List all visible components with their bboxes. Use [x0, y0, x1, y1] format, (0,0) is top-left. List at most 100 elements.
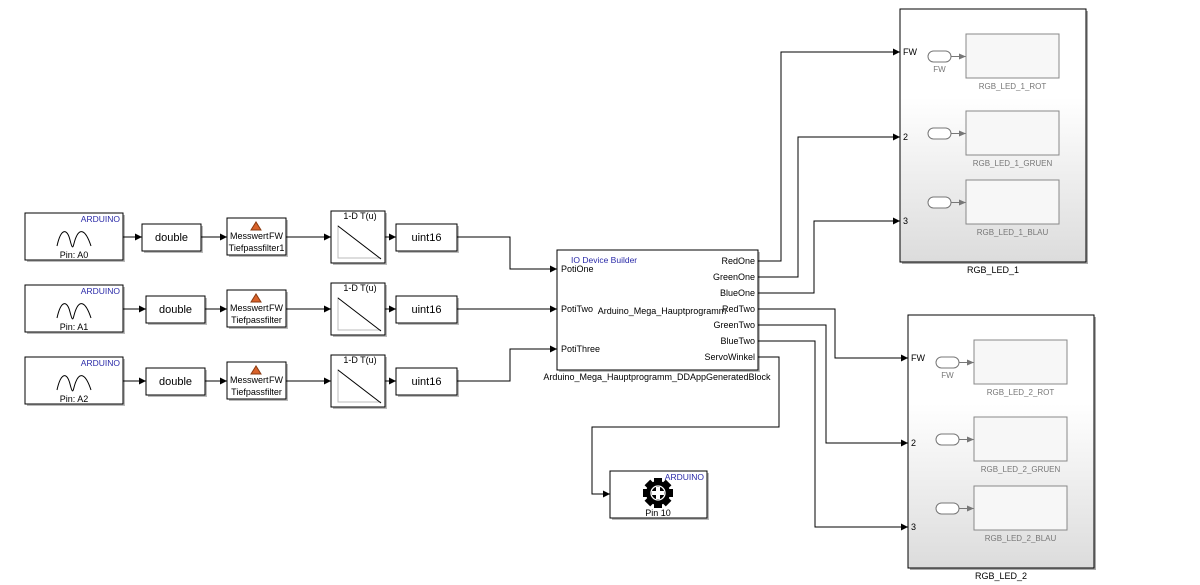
arduino-brand-label: ARDUINO	[81, 286, 121, 296]
block-frame	[24, 212, 124, 261]
output-port-label-ServoWinkel: ServoWinkel	[704, 352, 755, 362]
sine-wave-icon	[56, 231, 92, 248]
conversion-label: double	[159, 304, 192, 316]
data-type-conversion-block[interactable]: double	[145, 295, 207, 325]
pin-label: Pin: A2	[60, 394, 89, 404]
pin-label: Pin: A1	[60, 322, 89, 332]
signal-line[interactable]	[591, 356, 780, 498]
led-channel-label: RGB_LED_2_GRUEN	[981, 465, 1061, 474]
lookup-curve-icon	[337, 297, 382, 332]
lookup-curve-icon	[337, 225, 382, 260]
uint16-conversion-block[interactable]: uint16	[395, 223, 459, 253]
block-frame	[330, 282, 386, 336]
signal-line[interactable]	[758, 48, 900, 262]
arduino-brand-label: ARDUINO	[665, 472, 705, 482]
output-port-label-RedTwo: RedTwo	[722, 304, 755, 314]
led-channel-label: RGB_LED_1_BLAU	[977, 228, 1049, 237]
arduino-brand-label: ARDUINO	[81, 214, 121, 224]
led-display-block	[965, 33, 1060, 79]
output-port-label-BlueOne: BlueOne	[720, 288, 755, 298]
input-port-label-PotiTwo: PotiTwo	[561, 304, 593, 314]
subsystem-port-label: 3	[903, 216, 908, 226]
filter-name-label: Tiefpassfilter	[231, 387, 282, 397]
led-display-block	[973, 485, 1068, 531]
subsystem-name-label: RGB_LED_1	[967, 265, 1019, 275]
signal-line[interactable]	[758, 133, 900, 278]
input-port-label-PotiThree: PotiThree	[561, 344, 600, 354]
plus-shape	[652, 487, 664, 499]
rgb-led-subsystem[interactable]: FW23RGB_LED_2_ROTRGB_LED_2_GRUENRGB_LED_…	[907, 314, 1096, 581]
signal-line[interactable]	[758, 324, 908, 447]
block-frame	[330, 210, 386, 264]
signal-line[interactable]	[457, 345, 557, 382]
lookup-label: 1-D T(u)	[343, 283, 376, 293]
lookup-table-block[interactable]: 1-D T(u)	[330, 210, 387, 265]
led-display-block	[965, 179, 1060, 225]
from-tag-oval	[935, 502, 960, 515]
led-display-block	[973, 339, 1068, 385]
matlab-function-icon	[250, 365, 262, 375]
cast-label: uint16	[412, 304, 442, 316]
lookup-table-block[interactable]: 1-D T(u)	[330, 282, 387, 337]
uint16-conversion-block[interactable]: uint16	[395, 367, 459, 397]
cast-label: uint16	[412, 376, 442, 388]
signal-line[interactable]	[457, 236, 557, 273]
matlab-function-icon	[250, 293, 262, 303]
filter-name-label: Tiefpassfilter	[231, 315, 282, 325]
led-display-block	[973, 416, 1068, 462]
subsystem-port-label: 3	[911, 522, 916, 532]
cast-label: uint16	[412, 232, 442, 244]
signal-line[interactable]	[758, 308, 908, 362]
led-display-block	[965, 110, 1060, 156]
subsystem-port-label: FW	[903, 47, 917, 57]
output-port-label-GreenOne: GreenOne	[713, 272, 755, 282]
rgb-led-subsystem[interactable]: FW23RGB_LED_1_ROTRGB_LED_1_GRUENRGB_LED_…	[899, 8, 1088, 275]
block-frame	[24, 356, 124, 405]
main-block-center-label: Arduino_Mega_Hauptprogramm	[598, 306, 727, 316]
pin-label: Pin: A0	[60, 250, 89, 260]
block-frame	[395, 367, 458, 396]
lookup-axes	[337, 369, 381, 403]
lookup-label: 1-D T(u)	[343, 211, 376, 221]
arduino-analog-input-block[interactable]: ARDUINO Pin: A1	[24, 284, 125, 334]
filter-name-label: Tiefpassfilter1	[229, 243, 285, 253]
sine-wave-icon	[56, 303, 92, 320]
subsystem-port-label: FW	[911, 353, 925, 363]
uint16-conversion-block[interactable]: uint16	[395, 295, 459, 325]
filter-output-port-label: FW	[269, 303, 283, 313]
subsystem-port-label: 2	[903, 132, 908, 142]
data-type-conversion-block[interactable]: double	[145, 367, 207, 397]
led-channel-label: RGB_LED_1_GRUEN	[973, 159, 1053, 168]
pin-label: Pin 10	[645, 508, 671, 518]
matlab-function-icon	[250, 221, 262, 231]
arduino-analog-input-block[interactable]: ARDUINO Pin: A0	[24, 212, 125, 262]
lookup-axes	[337, 297, 381, 331]
sine-wave-icon	[56, 375, 92, 392]
filter-input-port-label: Messwert	[230, 303, 269, 313]
block-frame	[556, 249, 759, 371]
from-tag-oval	[927, 196, 952, 209]
arduino-servo-output-block[interactable]: ARDUINO Pin 10	[609, 470, 709, 520]
from-tag-label: FW	[941, 371, 954, 380]
input-port-label-PotiOne: PotiOne	[561, 264, 594, 274]
subsystem-port-label: 2	[911, 438, 916, 448]
lookup-label: 1-D T(u)	[343, 355, 376, 365]
lookup-curve-icon	[337, 369, 382, 404]
main-block-name: Arduino_Mega_Hauptprogramm_DDAppGenerate…	[543, 372, 771, 382]
data-type-conversion-block[interactable]: double	[141, 223, 203, 253]
from-tag-label: FW	[933, 65, 946, 74]
signal-line[interactable]	[758, 217, 900, 294]
led-channel-label: RGB_LED_2_ROT	[987, 388, 1055, 397]
from-tag-oval	[935, 356, 960, 369]
output-port-label-GreenTwo: GreenTwo	[713, 320, 755, 330]
from-tag-oval	[935, 433, 960, 446]
from-tag-oval	[927, 127, 952, 140]
io-device-builder-block[interactable]: IO Device BuilderArduino_Mega_Hauptprogr…	[556, 249, 760, 372]
lookup-axes	[337, 225, 381, 259]
lookup-table-block[interactable]: 1-D T(u)	[330, 354, 387, 409]
signal-line[interactable]	[758, 340, 908, 531]
